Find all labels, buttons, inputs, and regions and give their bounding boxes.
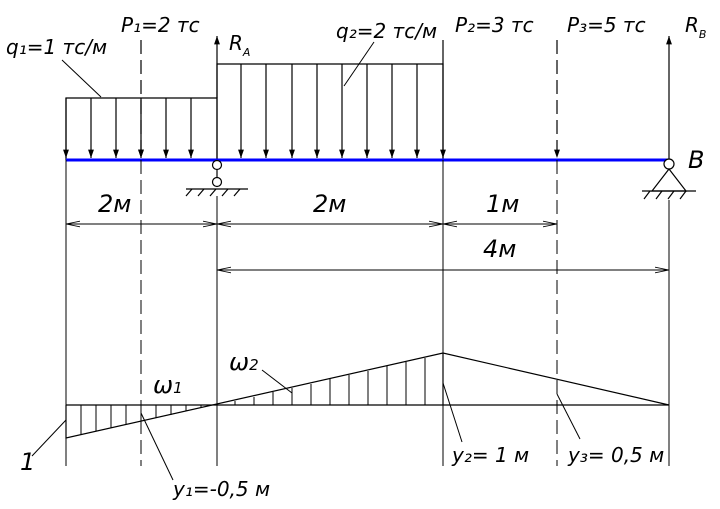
omega1-label: ω1 <box>153 371 183 399</box>
y3-label: y₃= 0,5 м <box>567 443 664 467</box>
support-b-icon <box>642 158 696 200</box>
rb-label: RB <box>685 13 706 41</box>
omega2-label: ω2 <box>229 348 259 376</box>
q1-leader <box>61 59 102 98</box>
p1-label: P₁=2 тс <box>121 13 200 37</box>
q2-distributed-load <box>216 63 444 160</box>
dim-label-3: 1м <box>486 190 519 218</box>
ra-label: RA <box>229 31 250 59</box>
omega1-hatching <box>80 405 202 435</box>
q2-label: q₂=2 тс/м <box>336 19 437 43</box>
y2-label: y₂= 1 м <box>451 443 529 467</box>
dimension-lines <box>66 224 669 270</box>
influence-leaders <box>31 369 581 481</box>
p3-label: P₃=5 тс <box>567 13 646 37</box>
support-a-icon <box>185 159 248 197</box>
omega2-hatching <box>234 358 426 405</box>
p2-label: P₂=3 тс <box>455 13 534 37</box>
support-b-label: B <box>688 146 704 174</box>
dim-label-2: 2м <box>313 190 346 218</box>
dim-label-1: 2м <box>98 190 131 218</box>
dim-label-4: 4м <box>483 235 516 263</box>
y1-label: y₁=-0,5 м <box>172 477 270 501</box>
q1-label: q₁=1 тс/м <box>6 35 107 59</box>
ordinate-marker-label: 1 <box>20 448 35 476</box>
q2-leader <box>343 41 375 87</box>
extension-lines <box>65 160 670 466</box>
